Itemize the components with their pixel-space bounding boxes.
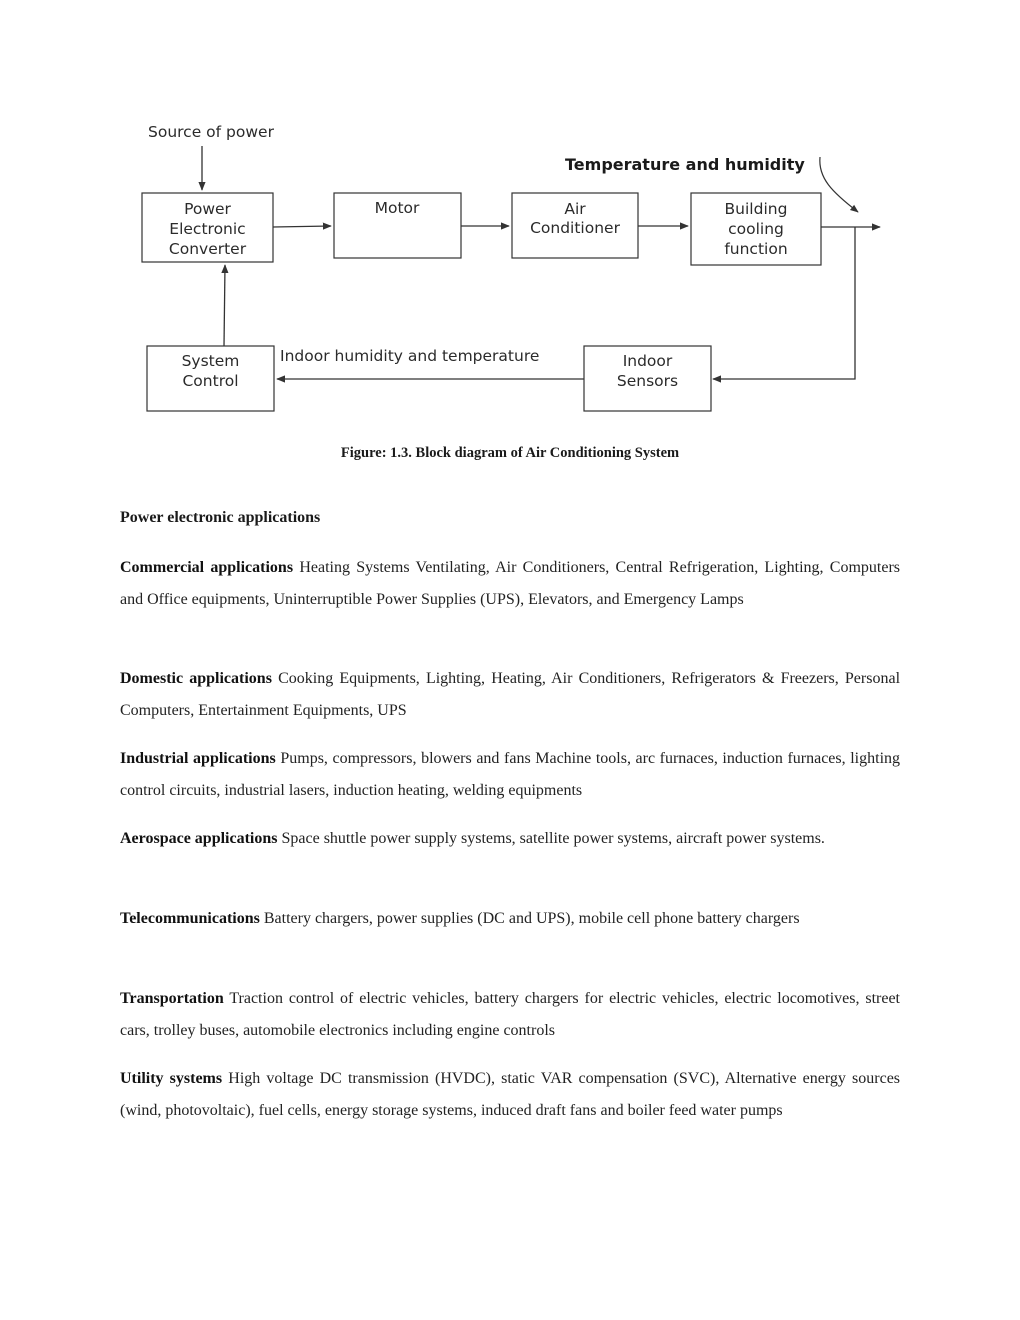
application-text: Space shuttle power supply systems, sate… xyxy=(281,830,825,847)
building-cooling-block: Building cooling function xyxy=(690,192,822,266)
application-paragraph: Telecommunications Battery chargers, pow… xyxy=(120,903,900,935)
application-paragraph: Aerospace applications Space shuttle pow… xyxy=(120,823,900,855)
control-line-1: System xyxy=(182,352,240,370)
feedback-line xyxy=(712,227,856,383)
converter-line-1: Power xyxy=(184,200,231,218)
figure-caption: Figure: 1.3. Block diagram of Air Condit… xyxy=(340,445,680,461)
application-label: Transportation xyxy=(120,990,224,1007)
application-label: Aerospace applications xyxy=(120,830,278,847)
application-text: Heating Systems Ventilating, Air Conditi… xyxy=(120,559,901,608)
motor-block: Motor xyxy=(333,192,462,259)
application-text: High voltage DC transmission (HVDC), sta… xyxy=(120,1070,901,1119)
application-paragraph: Transportation Traction control of elect… xyxy=(120,983,900,1047)
converter-line-3: Converter xyxy=(169,240,247,258)
disturbance-arrow xyxy=(819,156,859,213)
indoor-humidity-label: Indoor humidity and temperature xyxy=(280,347,539,365)
building-line-1: Building xyxy=(725,200,788,218)
indoor-sensors-block: Indoor Sensors xyxy=(583,345,712,412)
section-heading: Power electronic applications xyxy=(120,509,321,526)
air-conditioner-block: Air Conditioner xyxy=(511,192,639,259)
control-line-2: Control xyxy=(182,372,238,390)
application-text: Traction control of electric vehicles, b… xyxy=(120,990,900,1039)
application-label: Telecommunications xyxy=(120,910,260,927)
application-text: Cooking Equipments, Lighting, Heating, A… xyxy=(120,670,901,719)
sensors-line-1: Indoor xyxy=(623,352,673,370)
application-paragraph: Industrial applications Pumps, compresso… xyxy=(120,743,900,807)
application-text: Pumps, compressors, blowers and fans Mac… xyxy=(120,750,901,799)
ac-line-2: Conditioner xyxy=(530,219,621,237)
application-paragraph: Domestic applications Cooking Equipments… xyxy=(120,663,900,727)
system-control-block: System Control xyxy=(146,345,275,412)
application-text: Battery chargers, power supplies (DC and… xyxy=(263,910,800,927)
application-paragraph: Commercial applications Heating Systems … xyxy=(120,552,900,616)
application-label: Utility systems xyxy=(120,1070,223,1087)
converter-to-motor-arrow xyxy=(272,222,332,230)
power-electronic-converter-block: Power Electronic Converter xyxy=(141,192,274,263)
application-label: Industrial applications xyxy=(120,750,276,767)
block-diagram: Source of power Power Electronic Convert… xyxy=(141,123,881,412)
ac-line-1: Air xyxy=(564,200,586,218)
source-of-power-label: Source of power xyxy=(148,123,275,141)
sensors-line-2: Sensors xyxy=(617,372,678,390)
building-line-3: function xyxy=(724,240,787,258)
temperature-humidity-label: Temperature and humidity xyxy=(565,155,805,174)
motor-line-1: Motor xyxy=(375,199,420,217)
building-line-2: cooling xyxy=(728,220,784,238)
application-paragraph: Utility systems High voltage DC transmis… xyxy=(120,1063,900,1127)
application-label: Domestic applications xyxy=(120,670,272,687)
control-to-converter-arrow xyxy=(221,264,229,347)
converter-line-2: Electronic xyxy=(169,220,245,238)
application-label: Commercial applications xyxy=(120,559,294,576)
